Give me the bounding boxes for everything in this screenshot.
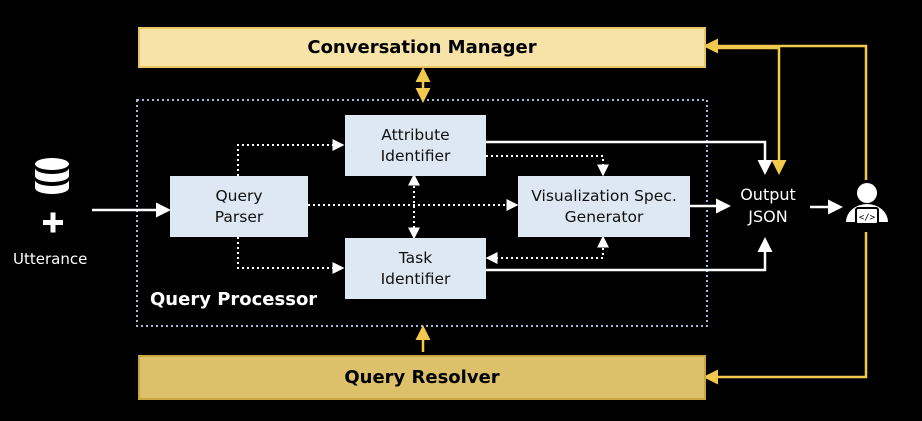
database-icon	[35, 158, 69, 194]
arrow-user-resolver	[703, 232, 868, 385]
attribute-identifier-label: Attribute Identifier	[380, 125, 451, 165]
task-identifier-label: Task Identifier	[380, 248, 451, 288]
visualization-spec-generator-label: Visualization Spec. Generator	[531, 186, 677, 226]
conversation-manager-label: Conversation Manager	[307, 37, 537, 58]
arrow-user-conv	[703, 38, 868, 180]
user-coder-icon: </>	[846, 183, 888, 225]
task-identifier-box: Task Identifier	[345, 238, 486, 299]
query-parser-box: Query Parser	[170, 176, 308, 237]
arrow-parser-attribute	[237, 139, 345, 176]
arrow-visspec-task	[485, 235, 609, 264]
query-resolver-box: Query Resolver	[138, 355, 706, 400]
arrow-parser-task	[237, 237, 345, 274]
utterance-label: Utterance	[13, 250, 88, 268]
query-parser-label: Query Parser	[214, 186, 264, 226]
arrow-task-output	[486, 237, 773, 272]
arrow-attribute-output	[486, 140, 773, 175]
query-processor-label: Query Processor	[150, 289, 318, 310]
conversation-manager-box: Conversation Manager	[138, 27, 706, 68]
query-resolver-label: Query Resolver	[344, 367, 500, 388]
arrow-attribute-visspec	[486, 155, 609, 177]
arrow-conv-output	[712, 46, 787, 175]
plus-icon	[43, 212, 63, 233]
svg-text:</>: </>	[859, 213, 876, 223]
visualization-spec-generator-box: Visualization Spec. Generator	[518, 176, 690, 237]
output-json-label: Output JSON	[740, 185, 796, 226]
attribute-identifier-box: Attribute Identifier	[345, 115, 486, 176]
